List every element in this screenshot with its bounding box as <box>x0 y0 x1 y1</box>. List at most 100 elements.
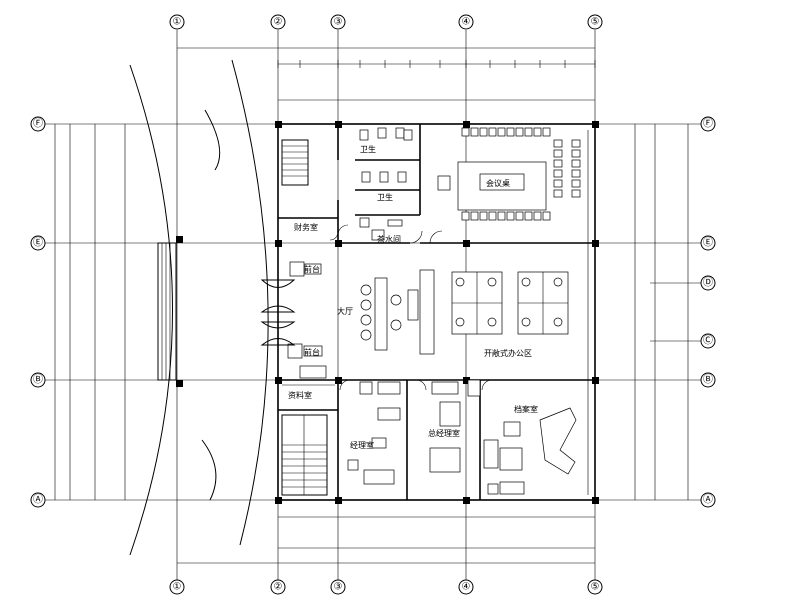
meeting-chair <box>533 211 542 221</box>
axis-label-left-F: Ⓕ <box>33 118 43 130</box>
axis-label-bottom-2: ② <box>274 582 283 593</box>
bottom-dimension-chains <box>177 516 595 564</box>
meeting-chair <box>506 127 515 137</box>
axis-bubble-bottom-1 <box>169 579 185 595</box>
meeting-chair <box>553 139 563 148</box>
axis-bubble-bottom-4 <box>458 579 474 595</box>
axis-bubble-right-C <box>700 333 716 349</box>
structural-columns <box>275 121 599 504</box>
meeting-chair <box>571 189 581 198</box>
finance-room-label: 财务室 <box>294 222 318 232</box>
meeting-chair <box>571 179 581 188</box>
axis-bubble-right-A <box>700 492 716 508</box>
axis-label-right-E: Ⓔ <box>703 237 713 249</box>
meeting-chair <box>553 179 563 188</box>
meeting-chair <box>524 211 533 221</box>
storage-label: 资料室 <box>288 390 312 400</box>
meeting-chair <box>497 211 506 221</box>
workstation-chair <box>487 317 497 327</box>
reception-label-top: 前台 <box>304 264 320 274</box>
workstation-chair <box>521 277 531 287</box>
axis-label-left-A: Ⓐ <box>33 494 43 506</box>
lower-rooms-furniture <box>347 379 577 495</box>
axis-bubble-right-E <box>700 235 716 251</box>
meeting-chair <box>542 211 551 221</box>
axis-label-bottom-5: ⑤ <box>591 582 600 593</box>
meeting-furniture <box>437 127 581 221</box>
open-office-label: 开敞式办公区 <box>484 348 532 358</box>
meeting-chair <box>571 169 581 178</box>
axis-bubble-top-1 <box>169 14 185 30</box>
meeting-chair <box>571 139 581 148</box>
lobby-furniture <box>260 261 435 379</box>
meeting-chair <box>461 211 470 221</box>
curved-facade <box>129 59 269 556</box>
workstation-chair <box>455 277 465 287</box>
room-labels: 会议桌 卫生 卫生 茶水间 财务室 大厅 开敞式办公区 资料室 经理室 总经理室… <box>288 144 538 450</box>
axis-bubble-right-D <box>700 275 716 291</box>
axis-bubble-left-F <box>30 116 46 132</box>
axis-label-right-D: Ⓓ <box>703 277 713 289</box>
meeting-chair <box>461 127 470 137</box>
axis-bubble-left-B <box>30 372 46 388</box>
restroom-label-1: 卫生 <box>360 144 376 154</box>
meeting-chair <box>524 127 533 137</box>
axis-label-top-3: ③ <box>334 17 343 28</box>
upper-stair <box>281 139 309 186</box>
axis-bubble-top-5 <box>587 14 603 30</box>
meeting-chair <box>479 211 488 221</box>
axis-bubble-top-4 <box>458 14 474 30</box>
workstation-chair <box>553 277 563 287</box>
open-office-workstations <box>451 271 569 335</box>
left-dimension-chains <box>54 124 126 500</box>
axis-bubble-top-3 <box>330 14 346 30</box>
meeting-table-label: 会议桌 <box>486 178 510 188</box>
meeting-chair <box>553 189 563 198</box>
meeting-chair <box>470 127 479 137</box>
right-window-wall <box>282 130 589 495</box>
axis-label-top-4: ④ <box>462 17 471 28</box>
top-dimension-chains <box>177 47 596 101</box>
meeting-chair <box>533 127 542 137</box>
axis-label-right-C: Ⓒ <box>703 335 713 347</box>
axis-bubble-left-E <box>30 235 46 251</box>
axis-label-left-E: Ⓔ <box>33 237 43 249</box>
axis-bubble-right-B <box>700 372 716 388</box>
meeting-chair <box>488 127 497 137</box>
meeting-chair <box>470 211 479 221</box>
meeting-chair <box>488 211 497 221</box>
axis-label-bottom-4: ④ <box>462 582 471 593</box>
axis-label-right-B: Ⓑ <box>703 374 713 386</box>
meeting-chair <box>571 159 581 168</box>
meeting-chair <box>497 127 506 137</box>
meeting-chair <box>571 149 581 158</box>
meeting-chair <box>479 127 488 137</box>
restroom-fixtures <box>359 127 413 241</box>
meeting-chair <box>553 169 563 178</box>
reception-label-bottom: 前台 <box>304 347 320 357</box>
axis-label-top-5: ⑤ <box>591 17 600 28</box>
workstation-chair <box>521 317 531 327</box>
axis-label-right-A: Ⓐ <box>703 494 713 506</box>
meeting-chair <box>553 149 563 158</box>
lobby-label: 大厅 <box>337 306 353 316</box>
doors <box>329 224 493 391</box>
gm-room-label: 总经理室 <box>428 428 460 438</box>
axis-bubble-top-2 <box>270 14 286 30</box>
restroom-label-2: 卫生 <box>377 192 393 202</box>
meeting-chair <box>515 211 524 221</box>
axis-bubbles: ① ② ③ ④ ⑤ ① ② ③ ④ ⑤ Ⓕ Ⓔ Ⓑ Ⓐ Ⓕ Ⓔ Ⓓ Ⓒ <box>30 14 716 595</box>
meeting-chair <box>553 159 563 168</box>
tea-room-label: 茶水间 <box>377 234 401 244</box>
archive-label: 档案室 <box>514 404 538 414</box>
axis-bubble-right-F <box>700 116 716 132</box>
axis-label-bottom-3: ③ <box>334 582 343 593</box>
meeting-chair <box>515 127 524 137</box>
axis-label-top-2: ② <box>274 17 283 28</box>
manager-room-label: 经理室 <box>350 440 374 450</box>
axis-bubble-bottom-5 <box>587 579 603 595</box>
workstation-chair <box>553 317 563 327</box>
axis-bubble-left-A <box>30 492 46 508</box>
